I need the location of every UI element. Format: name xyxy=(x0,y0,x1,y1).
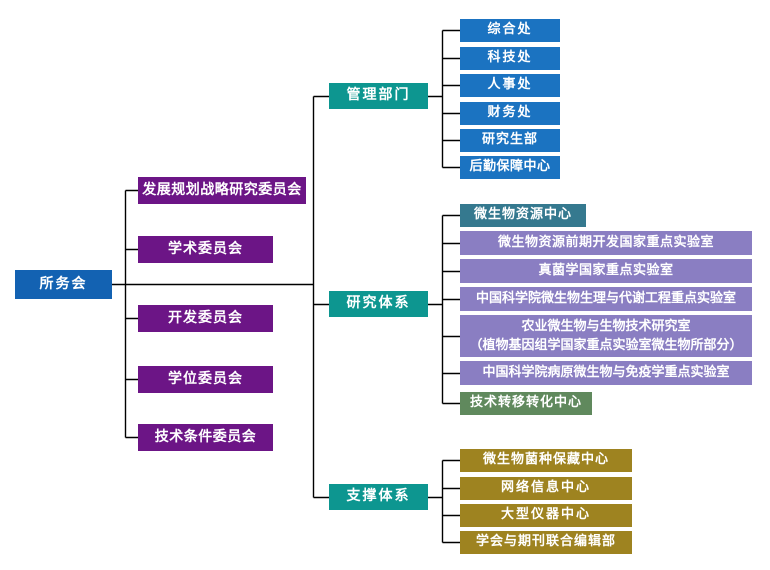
node-societies-journals-editorial-office: 学会与期刊联合编辑部 xyxy=(460,531,632,554)
node-academic-committee: 学术委员会 xyxy=(138,236,273,263)
node-development-planning-strategy-committee: 发展规划战略研究委员会 xyxy=(138,177,306,204)
node-agricultural-microbiology-biotechnology-lab: 农业微生物与生物技术研究室 （植物基因组学国家重点实验室微生物所部分） xyxy=(460,315,752,357)
node-large-instrument-center: 大型仪器中心 xyxy=(460,504,632,527)
node-degree-committee: 学位委员会 xyxy=(138,366,273,393)
node-institute-affairs-council: 所务会 xyxy=(15,270,112,299)
node-technical-conditions-committee: 技术条件委员会 xyxy=(138,424,273,451)
node-culture-collection-center: 微生物菌种保藏中心 xyxy=(460,449,632,472)
node-state-key-lab-microbial-resources: 微生物资源前期开发国家重点实验室 xyxy=(460,231,752,255)
node-cas-key-lab-pathogenic-microbiology-immunology: 中国科学院病原微生物与免疫学重点实验室 xyxy=(460,361,752,385)
node-development-committee: 开发委员会 xyxy=(138,305,273,332)
node-graduate-department: 研究生部 xyxy=(460,129,560,152)
node-finance-office: 财务处 xyxy=(460,102,560,125)
node-cas-key-lab-microbial-physiology-metabolic-engineering: 中国科学院微生物生理与代谢工程重点实验室 xyxy=(460,287,752,311)
node-logistics-support-center: 后勤保障中心 xyxy=(460,156,560,179)
node-network-information-center: 网络信息中心 xyxy=(460,477,632,500)
node-technology-transfer-center: 技术转移转化中心 xyxy=(460,392,592,415)
node-state-key-lab-mycology: 真菌学国家重点实验室 xyxy=(460,259,752,283)
node-science-technology-office: 科技处 xyxy=(460,47,560,70)
node-microbial-resource-center: 微生物资源中心 xyxy=(460,204,586,227)
node-personnel-office: 人事处 xyxy=(460,74,560,97)
node-support-system: 支撑体系 xyxy=(329,484,428,510)
node-research-system: 研究体系 xyxy=(329,291,428,317)
node-general-office: 综合处 xyxy=(460,19,560,42)
node-management-departments: 管理部门 xyxy=(329,83,428,109)
